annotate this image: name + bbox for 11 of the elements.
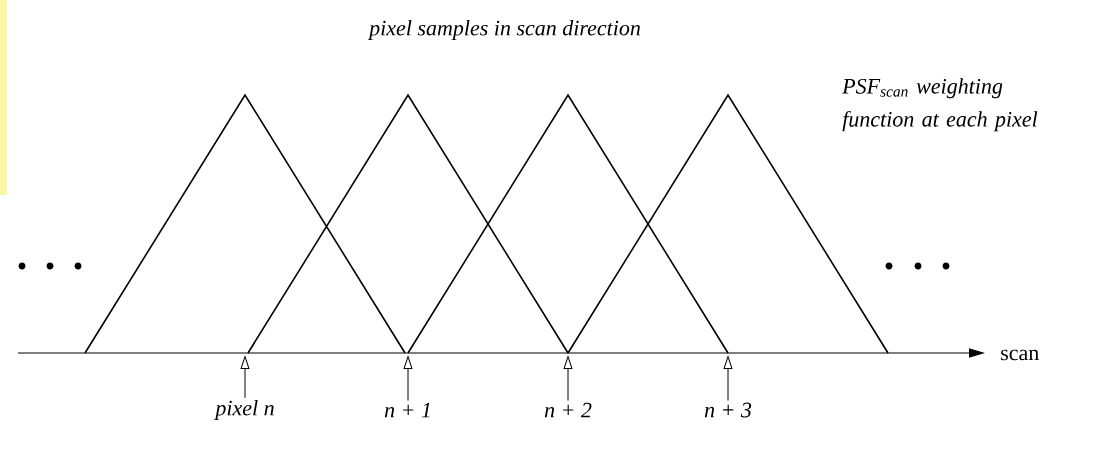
pixel-label: n + 1 [384, 402, 430, 418]
arrow [563, 356, 573, 401]
title: pixel samples in scan direction [367, 20, 640, 40]
annotation-text: PSF$_{scan}$ weighting function at each pixel [842, 78, 1038, 132]
pixel-label: n + 3 [704, 402, 752, 418]
axis-label: scan [1001, 349, 1039, 361]
pixel-label: n + 2 [544, 402, 592, 418]
arrow [723, 356, 733, 401]
arrow [403, 356, 413, 402]
arrow [240, 356, 250, 399]
pixel-label: pixel n [214, 400, 274, 420]
